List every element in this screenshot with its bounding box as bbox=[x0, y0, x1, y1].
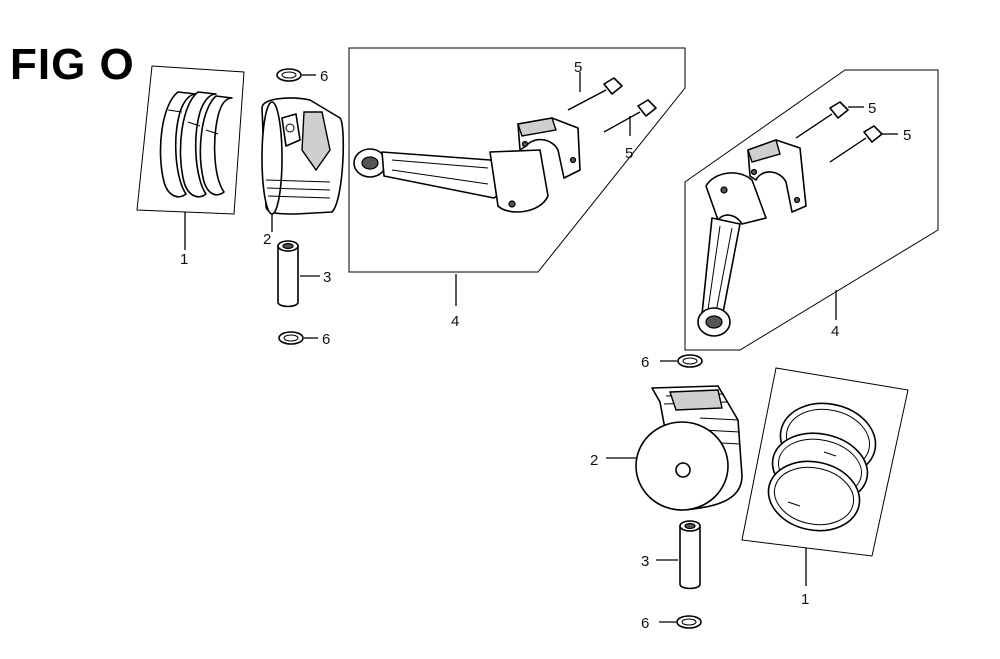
conrod-bolt-right-b[interactable] bbox=[829, 125, 898, 163]
conrod-bolt-left-a[interactable] bbox=[567, 72, 623, 111]
callout-clip-right-bottom: 6 bbox=[641, 615, 649, 632]
callout-pin-right: 3 bbox=[641, 553, 649, 570]
circlip-right-bottom[interactable] bbox=[659, 615, 702, 629]
wrist-pin-left[interactable] bbox=[277, 240, 320, 308]
connecting-rod-left[interactable] bbox=[348, 47, 686, 306]
wrist-pin-right[interactable] bbox=[656, 520, 701, 590]
piston-left[interactable] bbox=[261, 97, 345, 232]
circlip-left-bottom[interactable] bbox=[278, 331, 318, 345]
conrod-bolt-right-a[interactable] bbox=[795, 101, 864, 139]
piston-ring-set-right[interactable] bbox=[741, 367, 909, 586]
conrod-bolt-left-b[interactable] bbox=[603, 99, 657, 136]
callout-conrod-left: 4 bbox=[451, 313, 459, 330]
connecting-rod-right[interactable] bbox=[684, 69, 939, 351]
callout-bolt-left-b: 5 bbox=[625, 145, 633, 162]
callout-pin-left: 3 bbox=[323, 269, 331, 286]
callout-conrod-right: 4 bbox=[831, 323, 839, 340]
callout-piston-right: 2 bbox=[590, 452, 598, 469]
circlip-left-top[interactable] bbox=[276, 68, 316, 82]
callout-piston-left: 2 bbox=[263, 231, 271, 248]
callout-clip-left-bottom: 6 bbox=[322, 331, 330, 348]
piston-right[interactable] bbox=[606, 385, 743, 511]
circlip-right-top[interactable] bbox=[660, 354, 703, 368]
callout-clip-right-top: 6 bbox=[641, 354, 649, 371]
callout-bolt-left-a: 5 bbox=[574, 59, 582, 76]
piston-ring-set-left[interactable] bbox=[136, 65, 245, 250]
callout-bolt-right-a: 5 bbox=[868, 100, 876, 117]
callout-clip-left-top: 6 bbox=[320, 68, 328, 85]
callout-ring-set-right: 1 bbox=[801, 591, 809, 608]
callout-bolt-right-b: 5 bbox=[903, 127, 911, 144]
figure-title: FIG O bbox=[10, 40, 135, 89]
callout-ring-set-left: 1 bbox=[180, 251, 188, 268]
